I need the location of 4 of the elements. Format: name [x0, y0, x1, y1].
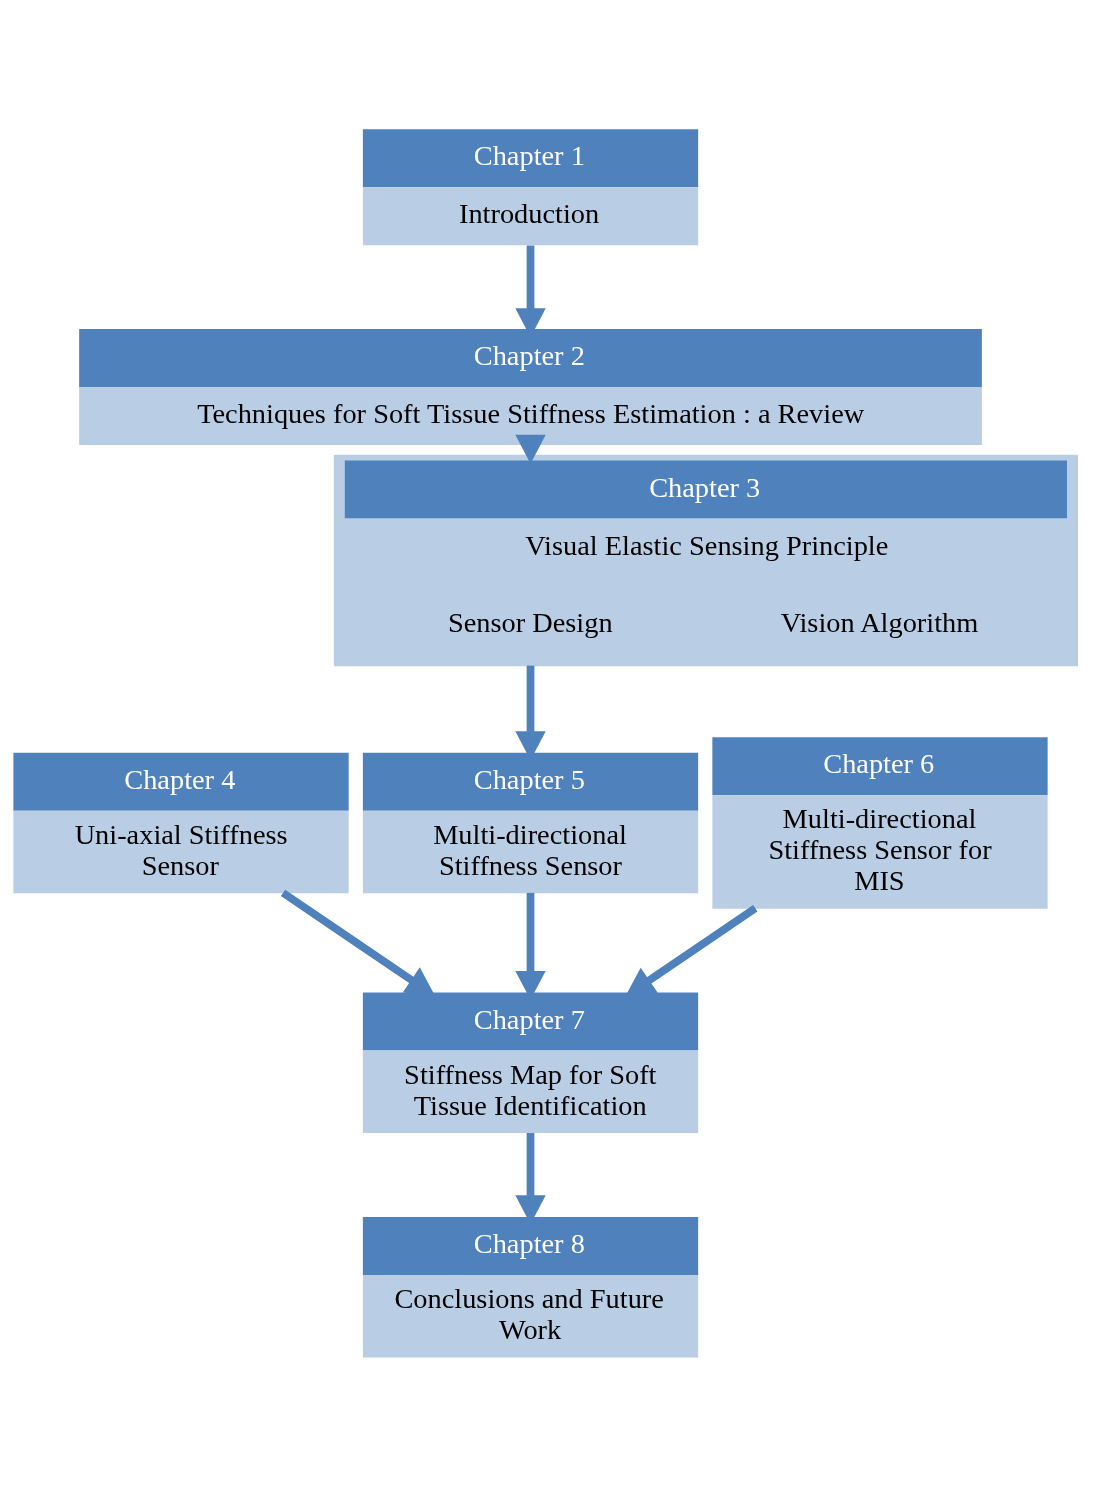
arrow: [515, 434, 546, 464]
arrow: [280, 889, 436, 996]
node-text: Vision Algorithm: [780, 606, 979, 638]
node-text: Sensor Design: [447, 606, 613, 638]
